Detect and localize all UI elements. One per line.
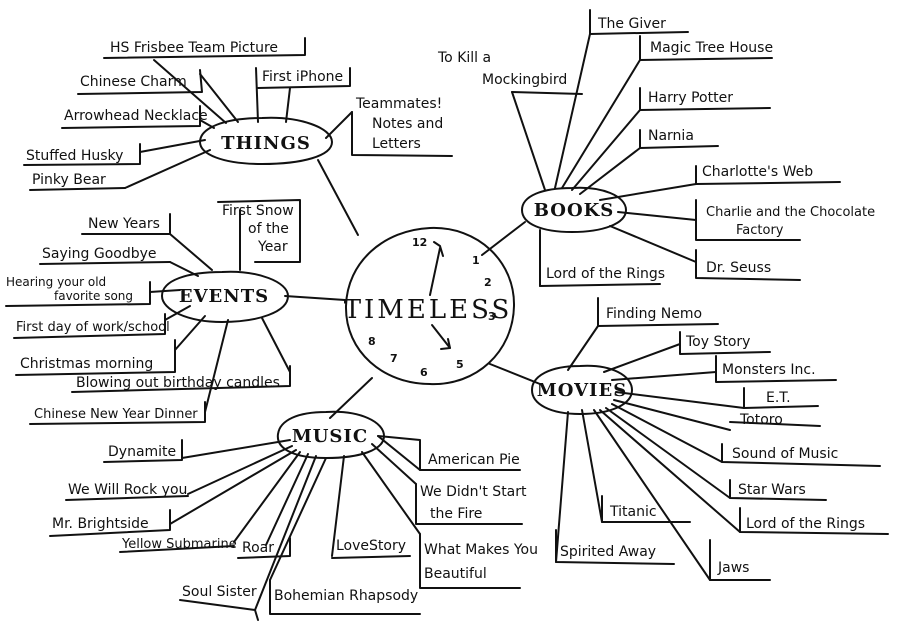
events-item-christmas-morning: Christmas morning bbox=[20, 356, 153, 372]
movies-item-jaws: Jaws bbox=[717, 560, 749, 576]
music-hub-label: MUSIC bbox=[292, 426, 368, 447]
branch-events: EVENTS New Years First Snow of the Year … bbox=[5, 199, 301, 425]
movies-item-toy-story: Toy Story bbox=[685, 334, 750, 350]
books-item-dr-seuss: Dr. Seuss bbox=[706, 260, 771, 276]
things-underlines bbox=[23, 37, 453, 191]
clock-number-5: 5 bbox=[456, 358, 464, 371]
books-item-charlottes-web: Charlotte's Web bbox=[702, 164, 813, 180]
music-item-american-pie: American Pie bbox=[428, 452, 520, 468]
movies-hub-label: MOVIES bbox=[537, 380, 627, 401]
branch-things: THINGS HS Frisbee Team Picture Chinese C… bbox=[23, 37, 453, 191]
events-underlines bbox=[5, 199, 301, 425]
clock-minute-arrowhead bbox=[440, 338, 451, 350]
books-hub-bubble bbox=[521, 186, 627, 233]
events-item-first-day: First day of work/school bbox=[16, 320, 170, 335]
things-item-first-iphone: First iPhone bbox=[262, 69, 343, 85]
center-title: TIMELESS bbox=[344, 295, 513, 325]
movies-item-star-wars: Star Wars bbox=[738, 482, 806, 498]
movies-hub-bubble bbox=[531, 364, 633, 415]
things-item-pinky-bear: Pinky Bear bbox=[32, 172, 106, 188]
books-item-magic-tree-house: Magic Tree House bbox=[650, 40, 773, 56]
things-item-frisbee: HS Frisbee Team Picture bbox=[110, 40, 278, 56]
music-hub-bubble bbox=[276, 410, 385, 459]
movies-item-et: E.T. bbox=[766, 390, 791, 406]
movies-item-totoro: Totoro bbox=[739, 412, 783, 428]
clock-number-2: 2 bbox=[484, 276, 492, 289]
things-item-chinese-charm: Chinese Charm bbox=[80, 74, 187, 90]
music-item-we-will-rock-you: We Will Rock you bbox=[68, 482, 187, 498]
clock-hour-hand bbox=[429, 247, 441, 296]
events-item-new-years: New Years bbox=[88, 216, 160, 232]
music-item-what-makes-you-beautiful: What Makes You Beautiful bbox=[424, 542, 542, 582]
branch-movies: MOVIES Finding Nemo Toy Story Monsters I… bbox=[531, 297, 889, 581]
clock-face bbox=[344, 226, 516, 386]
movies-item-finding-nemo: Finding Nemo bbox=[606, 306, 702, 322]
books-item-narnia: Narnia bbox=[648, 128, 694, 144]
clock-number-12: 12 bbox=[412, 236, 427, 249]
branch-music: MUSIC Dynamite We Will Rock you Mr. Brig… bbox=[49, 410, 542, 621]
movies-item-monsters-inc: Monsters Inc. bbox=[722, 362, 816, 378]
books-item-lord-of-the-rings: Lord of the Rings bbox=[546, 266, 665, 282]
events-item-first-snow: First Snow of the Year bbox=[222, 203, 298, 255]
books-hub-label: BOOKS bbox=[534, 200, 615, 221]
connector-things bbox=[317, 159, 359, 236]
things-hub-label: THINGS bbox=[221, 133, 311, 154]
things-item-stuffed-husky: Stuffed Husky bbox=[26, 148, 123, 164]
music-underlines bbox=[49, 435, 523, 621]
music-item-dynamite: Dynamite bbox=[108, 444, 176, 460]
movies-item-titanic: Titanic bbox=[609, 504, 657, 520]
clock-number-3: 3 bbox=[488, 310, 496, 323]
events-item-chinese-new-year: Chinese New Year Dinner bbox=[34, 407, 198, 422]
clock-number-7: 7 bbox=[390, 352, 398, 365]
books-item-charlie-chocolate-factory: Charlie and the Chocolate Factory bbox=[706, 205, 879, 238]
movies-item-spirited-away: Spirited Away bbox=[560, 544, 656, 560]
connector-books bbox=[481, 221, 526, 256]
music-item-mr-brightside: Mr. Brightside bbox=[52, 516, 149, 532]
events-item-birthday-candles: Blowing out birthday candles bbox=[76, 375, 280, 391]
movies-item-lord-of-the-rings: Lord of the Rings bbox=[746, 516, 865, 532]
things-hub-bubble bbox=[199, 116, 333, 165]
movies-connectors bbox=[555, 325, 745, 581]
books-item-to-kill-a-mockingbird: To Kill a Mockingbird bbox=[437, 50, 567, 88]
movies-underlines bbox=[555, 297, 889, 581]
music-item-lovestory: LoveStory bbox=[336, 538, 406, 554]
clock-minute-hand bbox=[431, 324, 451, 349]
clock-number-6: 6 bbox=[420, 366, 428, 379]
music-item-we-didnt-start-the-fire: We Didn't Start the Fire bbox=[420, 484, 531, 522]
events-hub-label: EVENTS bbox=[179, 286, 269, 307]
music-item-yellow-submarine: Yellow Submarine bbox=[121, 537, 237, 552]
center-clock: 12 1 2 3 5 6 7 8 TIMELESS bbox=[344, 226, 516, 386]
clock-hour-arrowhead bbox=[433, 241, 444, 257]
music-item-soul-sister: Soul Sister bbox=[182, 584, 257, 600]
books-item-harry-potter: Harry Potter bbox=[648, 90, 733, 106]
books-underlines bbox=[511, 9, 841, 287]
things-item-teammates-notes: Teammates! Notes and Letters bbox=[355, 96, 448, 152]
books-connectors bbox=[511, 33, 697, 287]
events-item-saying-goodbye: Saying Goodbye bbox=[42, 246, 157, 262]
events-hub-bubble bbox=[161, 270, 289, 323]
things-item-arrowhead-necklace: Arrowhead Necklace bbox=[64, 108, 208, 124]
connector-events bbox=[284, 295, 346, 301]
music-item-bohemian-rhapsody: Bohemian Rhapsody bbox=[274, 588, 418, 604]
clock-number-8: 8 bbox=[368, 335, 376, 348]
connector-movies bbox=[489, 363, 541, 385]
movies-item-sound-of-music: Sound of Music bbox=[732, 446, 838, 462]
hub-connectors bbox=[284, 159, 541, 419]
events-connectors bbox=[149, 209, 291, 413]
music-connectors bbox=[169, 435, 421, 611]
music-item-roar: Roar bbox=[242, 540, 274, 556]
events-item-hearing-old-song: Hearing your old favorite song bbox=[6, 275, 133, 303]
clock-number-1: 1 bbox=[472, 254, 480, 267]
books-item-the-giver: The Giver bbox=[597, 16, 666, 32]
branch-books: BOOKS To Kill a Mockingbird The Giver Ma… bbox=[437, 9, 879, 287]
